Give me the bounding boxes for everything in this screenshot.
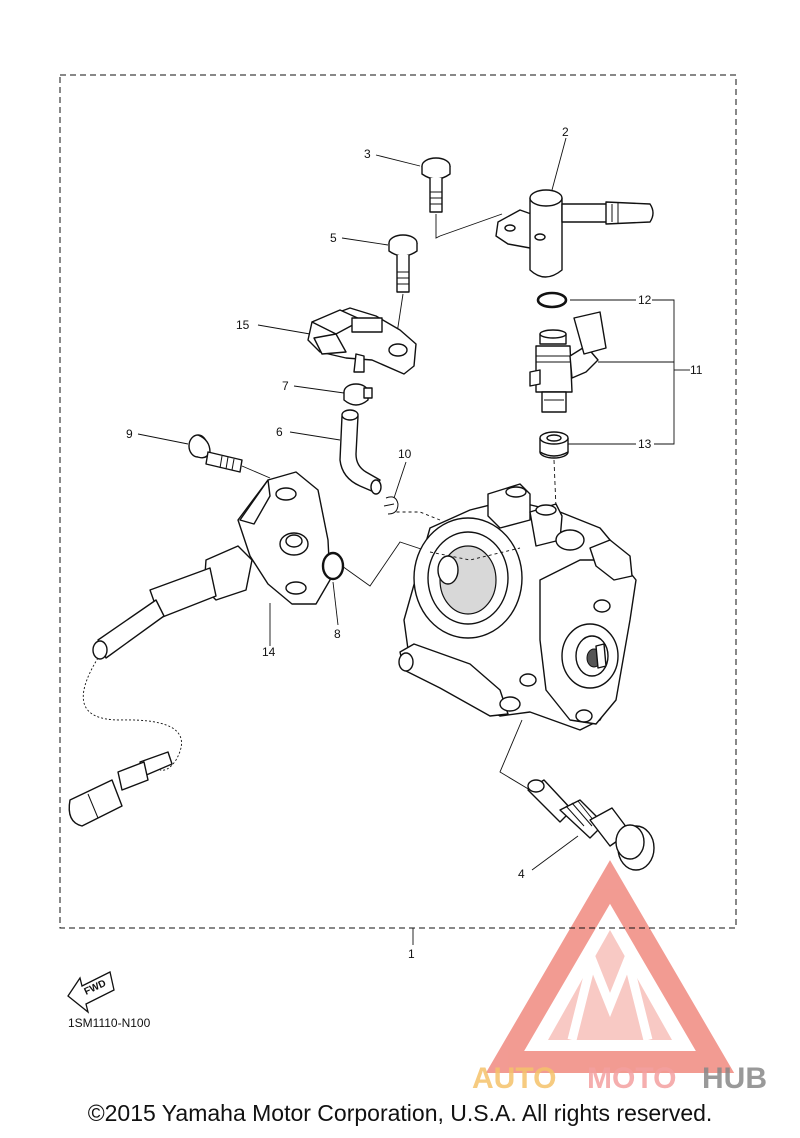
part-4-plunger [527,779,655,871]
diagram-code: 1SM1110-N100 [68,1016,151,1030]
callout-4: 4 [518,867,525,881]
part-15-sensor [307,307,417,375]
callout-1: 1 [408,947,415,961]
part-3-bolt [421,157,451,213]
copyright-notice: ©2015 Yamaha Motor Corporation, U.S.A. A… [87,1100,713,1126]
watermark-hub: HUB [702,1062,767,1095]
part-8-oring [321,551,345,581]
callout-6: 6 [276,425,283,439]
callout-12: 12 [638,293,652,307]
callout-10: 10 [398,447,412,461]
watermark-moto: MOTO [587,1062,676,1095]
assembly-boundary [59,74,737,929]
callout-7: 7 [282,379,289,393]
callout-9: 9 [126,427,133,441]
part-14-connector [68,751,173,827]
part-7-clamp [343,383,373,406]
part-14-sensor [92,471,331,660]
part-6-hose [339,409,382,495]
callout-14: 14 [262,645,276,659]
part-2-fitting [495,189,654,278]
watermark-auto: AUTO [472,1062,556,1095]
part-11-injector [529,311,607,413]
part-12-oring [536,291,568,309]
throttle-body [396,483,637,731]
callout-3: 3 [364,147,371,161]
callout-11: 11 [690,363,703,377]
callout-5: 5 [330,231,337,245]
callout-13: 13 [638,437,652,451]
callout-2: 2 [562,125,569,139]
fwd-arrow-icon: FWD [67,971,115,1014]
part-13-seal [539,431,569,459]
callout-15: 15 [236,318,250,332]
watermark-wordmark: AUTO MOTO HUB [472,1062,767,1095]
part-10-clip [383,496,399,515]
watermark-logo [485,860,735,1073]
callout-8: 8 [334,627,341,641]
part-9-bolt [188,434,243,473]
part-5-bolt [388,234,418,293]
